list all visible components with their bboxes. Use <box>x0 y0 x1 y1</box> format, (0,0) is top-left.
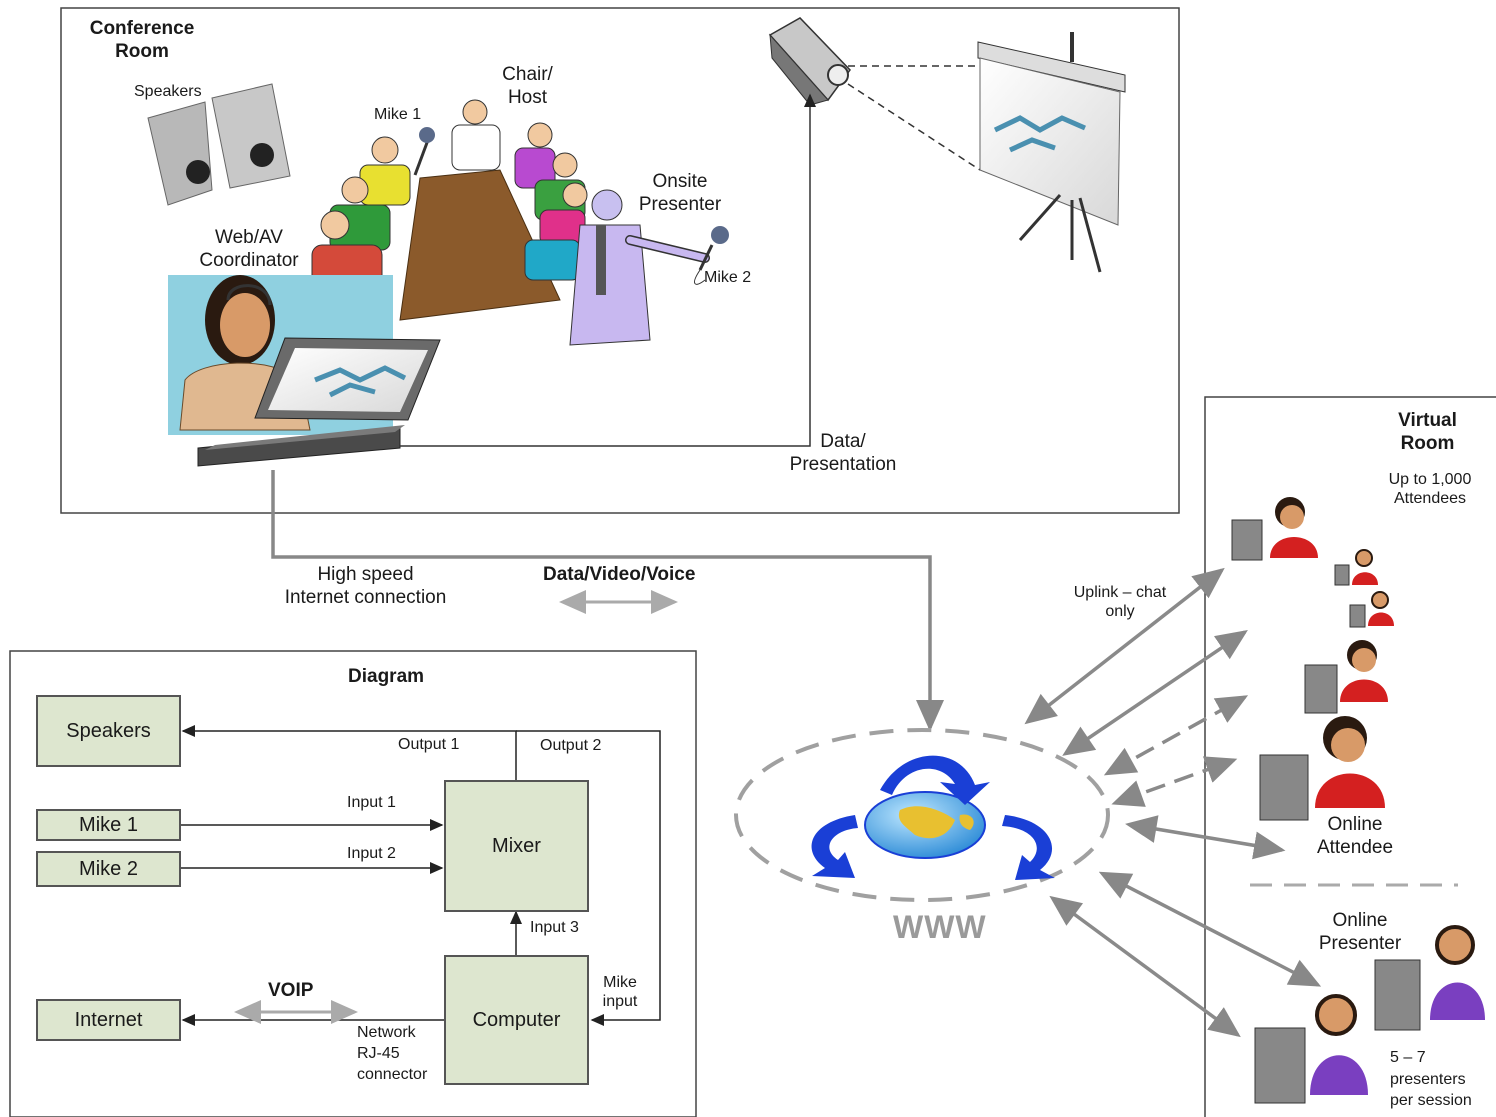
mike2-box: Mike 2 <box>36 851 181 887</box>
presenter-arrow-1 <box>1098 871 1322 987</box>
presenter-arrow-2 <box>1049 895 1241 1038</box>
conference-room-frame <box>60 7 1180 514</box>
count-label-line2: presenters <box>1390 1070 1466 1088</box>
globe-icon <box>864 791 986 859</box>
internet-connection-line <box>271 470 944 732</box>
projector-icon <box>768 17 851 106</box>
conference-room-title-line2: Room <box>115 40 169 62</box>
www-rotation-arrows-icon <box>811 755 1055 880</box>
conference-table-icon <box>311 99 588 321</box>
attendee-arrow-4 <box>1125 815 1286 860</box>
capacity-label-line1: Up to 1,000 <box>1388 471 1472 488</box>
capacity-label: Up to 1,000 Attendees <box>1376 470 1484 508</box>
attendee-arrow-3 <box>1111 756 1238 807</box>
mike-input-line1: Mike <box>603 974 637 991</box>
data-presentation-label: Data/ Presentation <box>780 431 906 477</box>
uplink-label-line1: Uplink – chat <box>1073 584 1167 601</box>
presenter-icon-2 <box>1254 994 1368 1104</box>
uplink-label-line2: only <box>1105 603 1135 621</box>
input2-label: Input 2 <box>347 845 396 862</box>
attendee-icon-2 <box>1334 549 1378 586</box>
input3-label: Input 3 <box>530 919 579 936</box>
onsite-presenter-icon <box>569 189 729 346</box>
network-label: Network RJ-45 connector <box>357 1023 427 1085</box>
mixer-box: Mixer <box>444 780 589 912</box>
mike1-stand <box>413 139 430 176</box>
presenter-count-label: 5 – 7 presenters per session <box>1390 1047 1472 1112</box>
input1-label: Input 1 <box>347 794 396 811</box>
chair-label-line2: Host <box>507 86 548 108</box>
voip-label: VOIP <box>268 980 314 1001</box>
diagram-frame <box>9 650 697 1117</box>
mike-input-line2: input <box>602 993 638 1011</box>
network-label-line1: Network <box>357 1024 416 1041</box>
presenter-label-line2: Presenter <box>1318 932 1402 954</box>
mike1-box: Mike 1 <box>36 809 181 841</box>
laptop-icon <box>197 337 441 467</box>
internet-connection-label: High speed Internet connection <box>268 564 463 610</box>
presenter-label-line1: Online <box>1332 910 1388 931</box>
speakers-icon <box>147 83 291 206</box>
output2-line <box>516 730 661 1026</box>
onsite-presenter-label: Onsite Presenter <box>630 171 730 217</box>
computer-box: Computer <box>444 955 589 1085</box>
mike2-label: Mike 2 <box>704 269 752 286</box>
mike2-icon <box>711 226 729 244</box>
speakers-box: Speakers <box>36 695 181 767</box>
network-label-line2: RJ-45 <box>357 1044 400 1062</box>
internet-label-line2: Internet connection <box>284 586 447 608</box>
projection-screen-icon <box>977 32 1126 273</box>
output1-label: Output 1 <box>398 736 460 753</box>
count-label-line3: per session <box>1390 1092 1472 1110</box>
dvv-label: Data/Video/Voice <box>543 564 696 585</box>
www-label: WWW <box>893 909 987 945</box>
conference-room-title-line1: Conference <box>89 18 195 39</box>
attendee-icon-3 <box>1349 591 1394 628</box>
virtual-room-title-line1: Virtual <box>1398 410 1457 431</box>
coordinator-label-line2: Coordinator <box>199 249 299 271</box>
chair-host-label: Chair/ Host <box>490 64 565 110</box>
www-cloud <box>734 728 1110 902</box>
attendee-icon-1 <box>1231 497 1318 561</box>
onsite-label-line1: Onsite <box>652 171 708 192</box>
attendee-label-line2: Attendee <box>1316 836 1394 858</box>
speakers-label: Speakers <box>134 83 202 100</box>
conference-room-title: Conference Room <box>82 18 202 64</box>
data-label-line1: Data/ <box>820 431 866 452</box>
mike-input-label: Mike input <box>596 973 644 1011</box>
coordinator-label-line1: Web/AV <box>215 227 283 248</box>
virtual-room-title: Virtual Room <box>1380 410 1475 456</box>
capacity-label-line2: Attendees <box>1393 490 1467 508</box>
data-label-line2: Presentation <box>789 453 897 475</box>
mike1-icon <box>419 127 435 143</box>
uplink-label: Uplink – chat only <box>1060 583 1180 621</box>
internet-label-line1: High speed <box>317 564 414 585</box>
count-label-line1: 5 – 7 <box>1390 1049 1426 1066</box>
coordinator-label: Web/AV Coordinator <box>190 227 308 273</box>
onsite-label-line2: Presenter <box>638 193 722 215</box>
network-label-line3: connector <box>357 1065 428 1083</box>
output1-line <box>181 725 517 780</box>
attendee-icon-5 <box>1259 716 1385 821</box>
output2-label: Output 2 <box>540 737 602 754</box>
virtual-room-title-line2: Room <box>1400 432 1455 454</box>
chair-label-line1: Chair/ <box>502 64 553 85</box>
attendee-icon-4 <box>1304 640 1388 714</box>
online-attendee-label: Online Attendee <box>1305 814 1405 860</box>
online-presenter-label: Online Presenter <box>1310 910 1410 956</box>
attendee-arrow-2 <box>1103 695 1249 776</box>
internet-box: Internet <box>36 999 181 1041</box>
presenter-icon-1 <box>1374 925 1485 1031</box>
attendee-label-line1: Online <box>1327 814 1383 835</box>
data-presentation-line <box>400 93 816 447</box>
mike1-label: Mike 1 <box>374 106 422 123</box>
diagram-title: Diagram <box>348 666 425 687</box>
attendee-arrow-1 <box>1062 630 1248 756</box>
